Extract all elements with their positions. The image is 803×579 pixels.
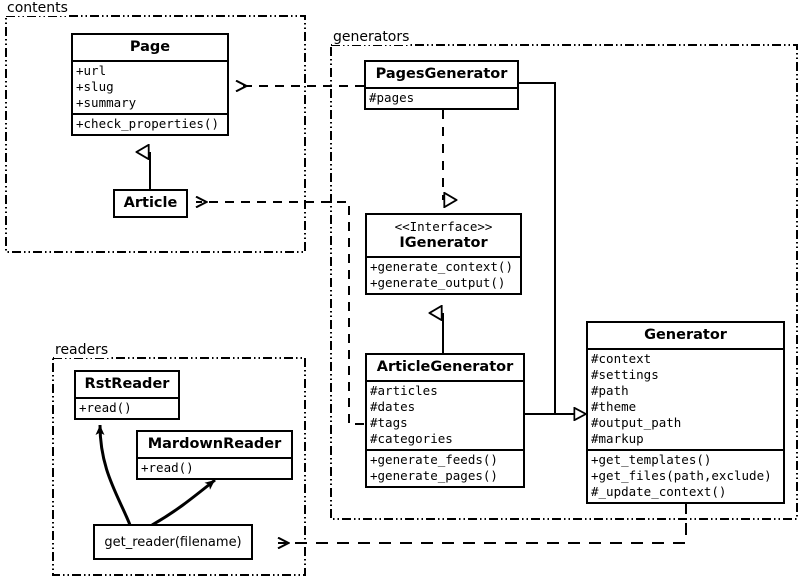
attribute-output-path: #output_path xyxy=(591,415,682,430)
method-generate-context: +generate_context() xyxy=(370,259,513,274)
package-label-contents: contents xyxy=(6,0,69,16)
method-rstreader-read: +read() xyxy=(79,400,132,415)
class-igenerator[interactable]: <<Interface>> IGenerator +generate_conte… xyxy=(365,213,522,295)
attribute-articles: #articles xyxy=(370,383,438,398)
attribute-slug: +slug xyxy=(76,79,114,94)
class-articlegenerator-attributes: #articles #dates #tags #categories xyxy=(367,380,523,449)
method-update-context: #_update_context() xyxy=(591,484,727,499)
method-check-properties: +check_properties() xyxy=(76,116,219,131)
attribute-markup: #markup xyxy=(591,431,644,446)
attribute-dates: #dates xyxy=(370,399,416,414)
edge-generator-getreader xyxy=(278,502,687,543)
class-mardownreader-title: MardownReader xyxy=(147,436,282,452)
class-generator-methods: +get_templates() +get_files(path,exclude… xyxy=(588,449,783,502)
attribute-context: #context xyxy=(591,351,652,366)
method-generate-pages: +generate_pages() xyxy=(370,468,498,483)
method-mardownreader-read: +read() xyxy=(141,460,194,475)
class-igenerator-stereotype: <<Interface>> xyxy=(394,219,493,234)
class-page-title: Page xyxy=(129,39,171,55)
class-page-attributes: +url +slug +summary xyxy=(73,60,227,113)
method-generate-feeds: +generate_feeds() xyxy=(370,452,498,467)
class-generator-attributes: #context #settings #path #theme #output_… xyxy=(588,348,783,449)
class-articlegenerator[interactable]: ArticleGenerator #articles #dates #tags … xyxy=(365,353,525,488)
attribute-path: #path xyxy=(591,383,629,398)
class-pagesgenerator-title: PagesGenerator xyxy=(375,66,508,82)
class-pagesgenerator[interactable]: PagesGenerator #pages xyxy=(364,60,519,110)
attribute-categories: #categories xyxy=(370,431,453,446)
class-mardownreader[interactable]: MardownReader +read() xyxy=(136,430,293,480)
method-get-templates: +get_templates() xyxy=(591,452,712,467)
class-rstreader[interactable]: RstReader +read() xyxy=(74,370,180,420)
edge-articlegenerator-article xyxy=(196,202,364,425)
class-generator[interactable]: Generator #context #settings #path #them… xyxy=(586,321,785,504)
attribute-pages: #pages xyxy=(369,90,415,105)
class-igenerator-title: IGenerator xyxy=(399,235,488,251)
class-rstreader-methods: +read() xyxy=(76,397,178,418)
attribute-theme: #theme xyxy=(591,399,637,414)
class-igenerator-methods: +generate_context() +generate_output() xyxy=(367,256,520,293)
class-mardownreader-methods: +read() xyxy=(138,457,291,478)
package-label-generators: generators xyxy=(332,29,411,45)
class-pagesgenerator-attributes: #pages xyxy=(366,87,517,108)
class-page-methods: +check_properties() xyxy=(73,113,227,134)
class-article[interactable]: Article xyxy=(113,189,188,218)
class-articlegenerator-methods: +generate_feeds() +generate_pages() xyxy=(367,449,523,486)
function-get-reader-label: get_reader(filename) xyxy=(104,534,242,550)
edge-getreader-rstreader xyxy=(95,424,132,526)
class-rstreader-title: RstReader xyxy=(84,376,170,392)
attribute-summary: +summary xyxy=(76,95,137,110)
attribute-url: +url xyxy=(76,63,107,78)
class-articlegenerator-title: ArticleGenerator xyxy=(376,359,514,375)
class-generator-title: Generator xyxy=(644,327,727,343)
attribute-tags: #tags xyxy=(370,415,408,430)
class-article-title: Article xyxy=(123,195,178,211)
attribute-settings: #settings xyxy=(591,367,659,382)
package-label-readers: readers xyxy=(54,342,110,358)
method-generate-output: +generate_output() xyxy=(370,275,506,290)
method-get-files: +get_files(path,exclude) xyxy=(591,468,772,483)
function-get-reader[interactable]: get_reader(filename) xyxy=(93,524,253,560)
class-page[interactable]: Page +url +slug +summary +check_properti… xyxy=(71,33,229,136)
edge-getreader-mardownreader xyxy=(151,478,216,527)
